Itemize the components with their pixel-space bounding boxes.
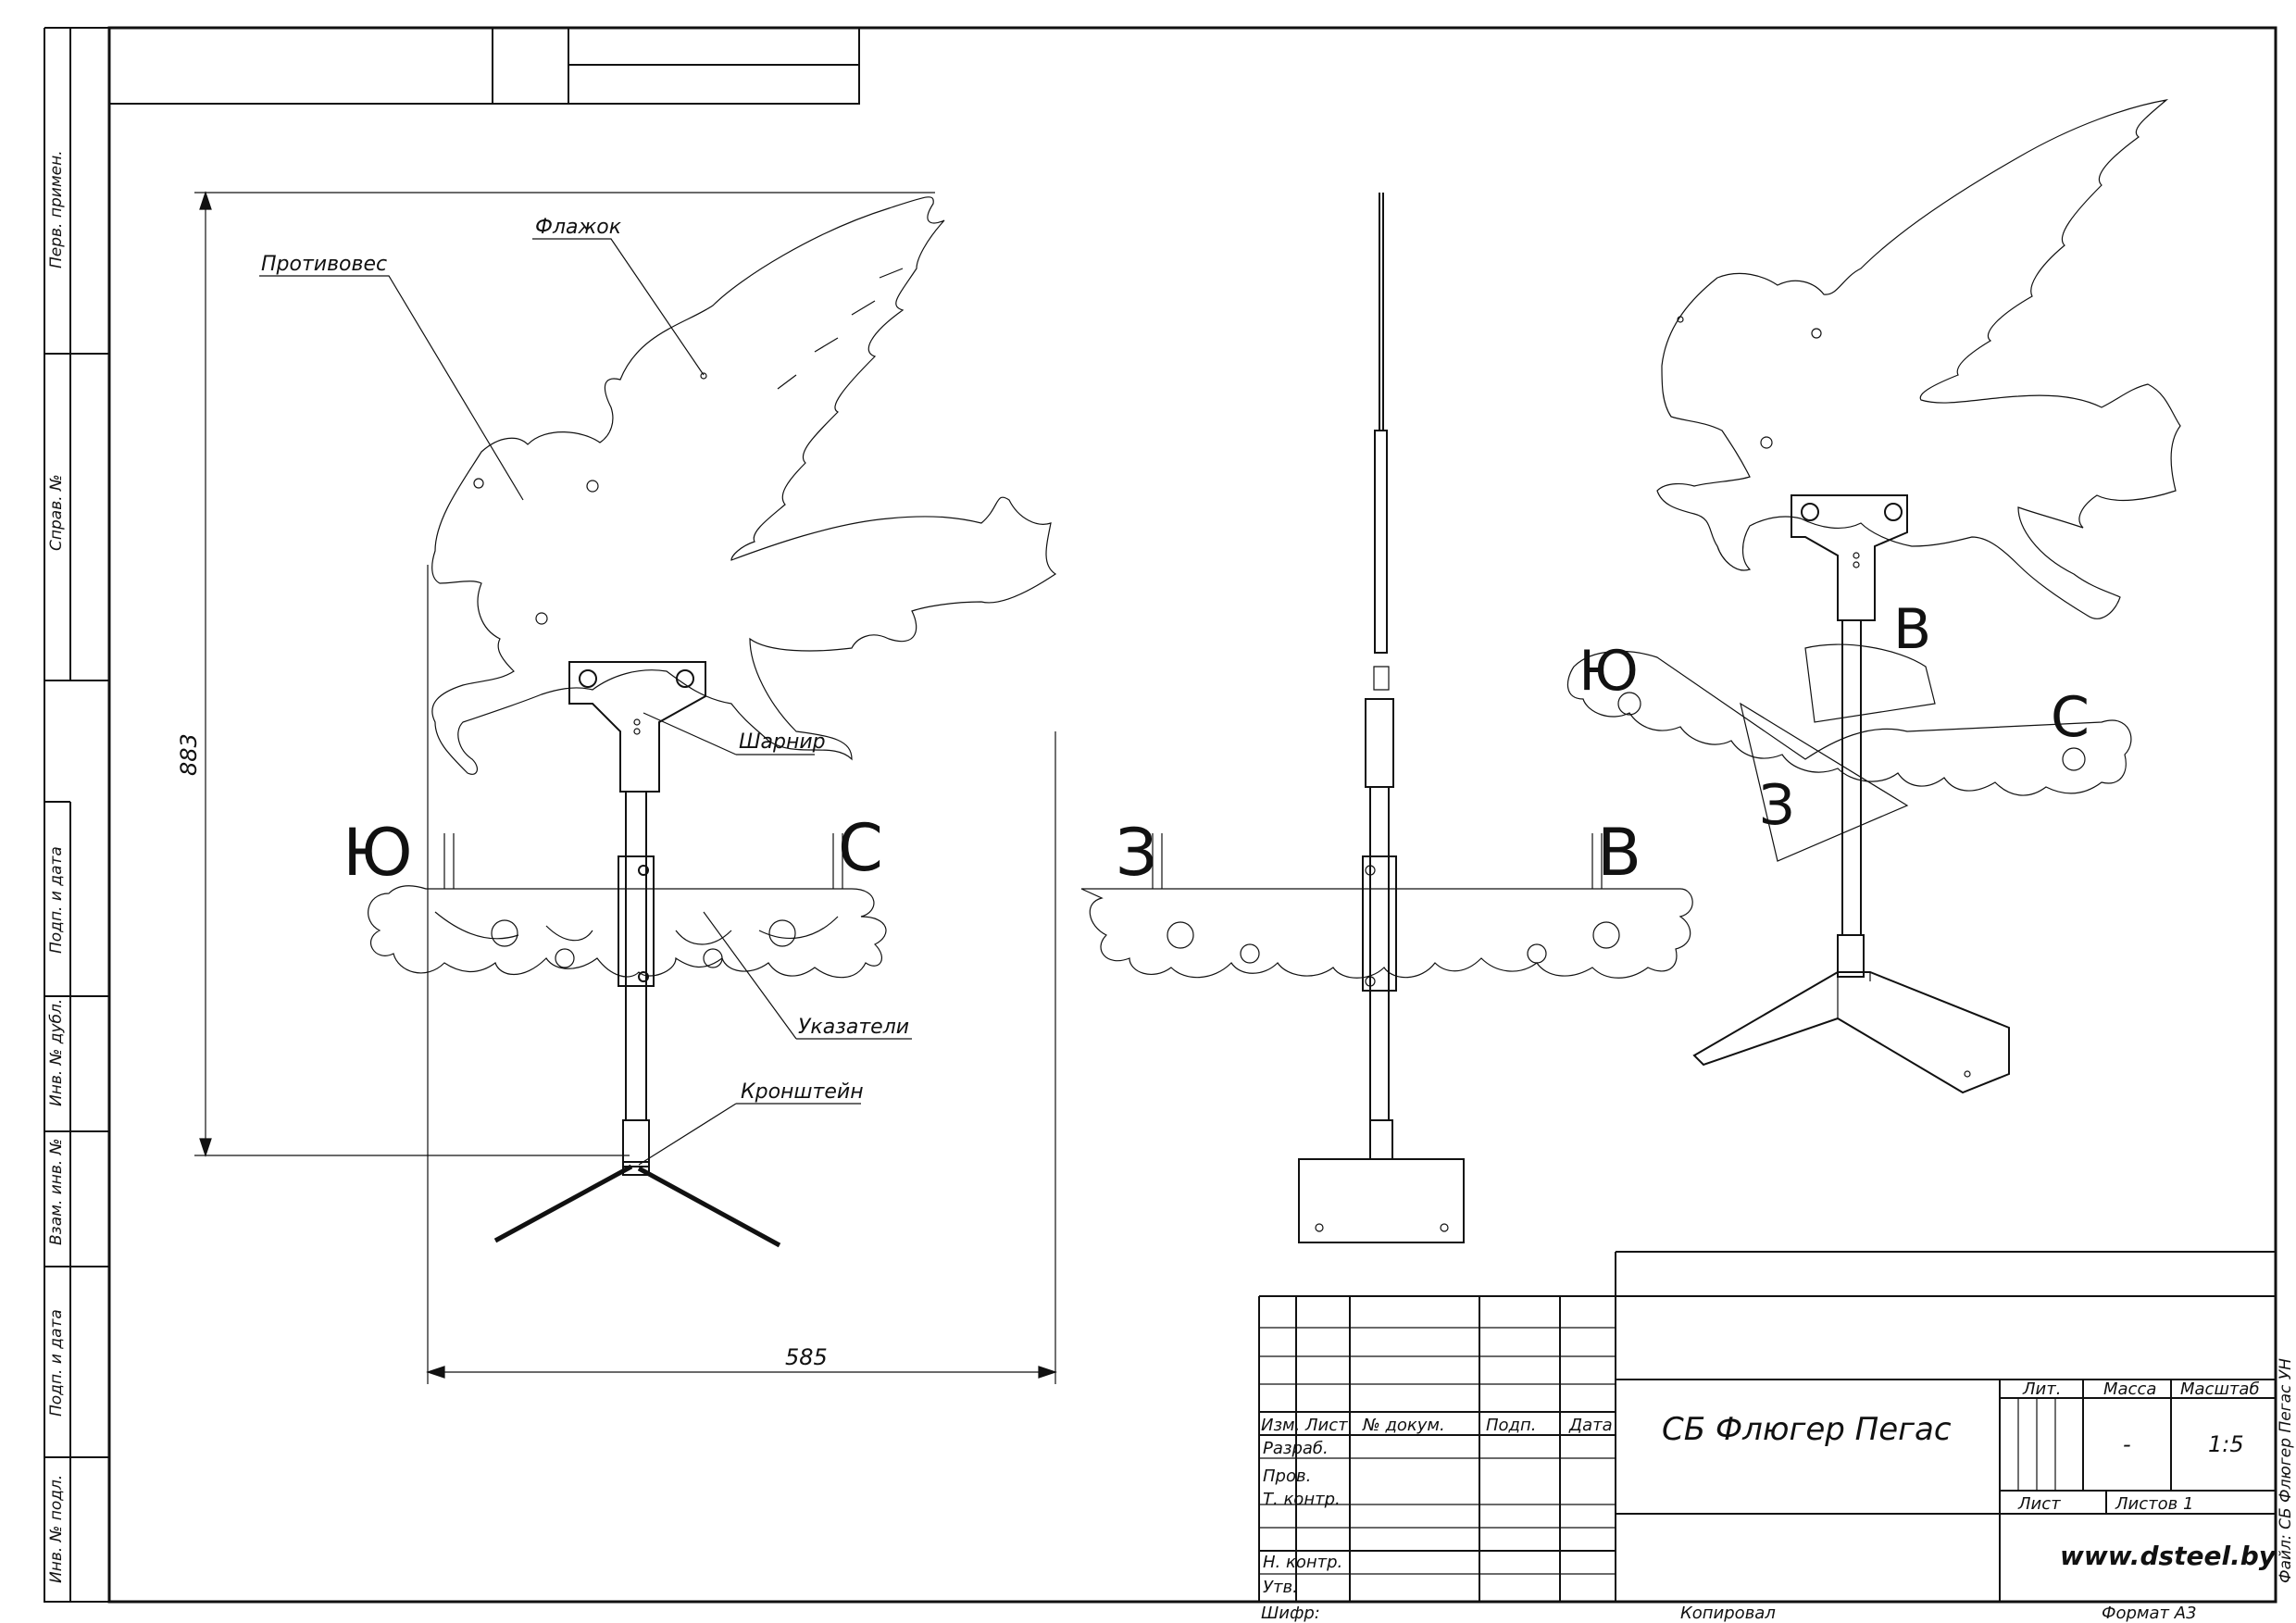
mass-label: Масса <box>2103 1380 2156 1399</box>
row-nkontr: Н. контр. <box>1263 1553 1342 1572</box>
inv-dubl-label: Инв. № дубл. <box>47 999 66 1106</box>
scale-label: Масштаб <box>2180 1380 2260 1399</box>
side-compass-letters: З В <box>1116 815 1641 891</box>
letter-west-iso: З <box>1759 773 1794 838</box>
mass-value: - <box>2123 1431 2131 1457</box>
hdr-sign: Подп. <box>1486 1416 1536 1435</box>
base-plate-iso <box>1692 971 2010 1094</box>
pegasus-outline <box>431 196 1057 775</box>
dimensions <box>194 191 1057 1384</box>
front-labels: Противовес Флажок Шарнир Указатели Кронш… <box>261 216 909 1104</box>
side-strip-labels: Перв. примен. Справ. № Подп. и дата Инв.… <box>47 150 66 1583</box>
row-tkontr: Т. контр. <box>1263 1490 1341 1509</box>
letter-south-front: Ю <box>343 815 413 891</box>
isometric-view <box>1566 99 2181 1094</box>
front-compass-letters: Ю С <box>343 810 883 891</box>
row-utv: Утв. <box>1263 1578 1298 1597</box>
sheets-label: Листов 1 <box>2115 1494 2193 1514</box>
row-prov: Пров. <box>1263 1467 1311 1486</box>
site-url: www.dsteel.by <box>2060 1541 2277 1571</box>
format-label: Формат А3 <box>2102 1604 2197 1623</box>
bottom-strip: Шифр: Копировал Формат А3 <box>1261 1604 2197 1623</box>
lit-label: Лит. <box>2022 1380 2061 1399</box>
sheet-label: Лист <box>2017 1494 2061 1514</box>
letter-east-iso: В <box>1893 597 1931 662</box>
flag-label: Флажок <box>535 216 622 239</box>
side-file-label: Файл: СБ Флюгер Пегас УН <box>2277 1358 2295 1583</box>
perv-primen-label: Перв. примен. <box>47 150 66 268</box>
dim-width-label: 585 <box>785 1344 828 1370</box>
inv-podl-label: Инв. № подл. <box>47 1475 66 1583</box>
hdr-date: Дата <box>1568 1416 1613 1435</box>
copied-label: Копировал <box>1680 1604 1776 1623</box>
scale-value: 1:5 <box>2208 1431 2244 1457</box>
counterweight-label: Противовес <box>261 253 387 276</box>
pointers-ornament <box>368 885 887 979</box>
letter-south-iso: Ю <box>1578 639 1639 704</box>
side-view <box>1080 193 1693 1243</box>
title-block <box>1258 1251 2276 1602</box>
title-block-text: Изм. Лист № докум. Подп. Дата Разраб. Пр… <box>1261 1380 2260 1597</box>
drawing-frame <box>44 26 2277 1604</box>
hinge-plate <box>568 661 706 793</box>
hdr-list: Лист <box>1304 1416 1348 1435</box>
podp-data-label-2: Подп. и дата <box>47 1309 66 1417</box>
hdr-izm: Изм. <box>1261 1416 1300 1435</box>
podp-data-label: Подп. и дата <box>47 846 66 954</box>
front-leaders <box>259 238 912 1166</box>
code-label: Шифр: <box>1261 1604 1320 1623</box>
letter-west-side: З <box>1116 815 1157 891</box>
front-view <box>368 196 1057 1248</box>
hdr-doc: № докум. <box>1362 1416 1445 1435</box>
drawing-title: СБ Флюгер Пегас <box>1662 1411 1952 1448</box>
letter-north-iso: С <box>2051 685 2090 750</box>
letter-north-front: С <box>838 810 883 886</box>
bracket-label: Кронштейн <box>741 1080 864 1104</box>
pointers-label: Указатели <box>798 1016 909 1039</box>
pegasus-iso-outline <box>1656 99 2181 619</box>
letter-east-side: В <box>1597 815 1641 891</box>
hinge-label: Шарнир <box>739 730 826 754</box>
vzam-inv-label: Взам. инв. № <box>47 1139 66 1245</box>
sprav-no-label: Справ. № <box>47 474 66 551</box>
dim-height-label: 883 <box>176 733 202 776</box>
row-razrab: Разраб. <box>1263 1439 1329 1458</box>
iso-compass-letters: Ю С В З <box>1578 597 2090 838</box>
